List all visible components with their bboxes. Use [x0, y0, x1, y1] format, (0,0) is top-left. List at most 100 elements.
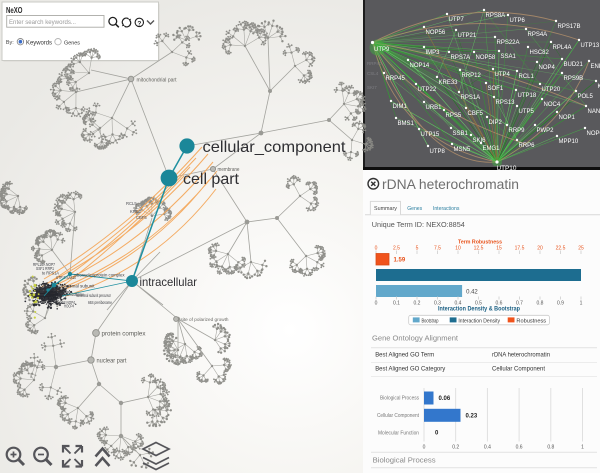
- svg-text:RPS9B: RPS9B: [564, 76, 584, 82]
- svg-text:0.8: 0.8: [537, 301, 544, 307]
- svg-text:NeXO: NeXO: [6, 5, 23, 15]
- svg-text:te RPS1A: te RPS1A: [42, 271, 59, 276]
- svg-text:12.5: 12.5: [474, 246, 484, 252]
- svg-text:0.7: 0.7: [516, 301, 523, 307]
- svg-text:Interactions: Interactions: [433, 206, 460, 212]
- svg-text:Interaction Density & Bootstra: Interaction Density & Bootstrap: [438, 306, 520, 313]
- svg-text:17.5: 17.5: [515, 246, 525, 252]
- svg-text:RRP40: RRP40: [367, 61, 382, 66]
- svg-text:1: 1: [580, 301, 583, 307]
- svg-text:KRE2: KRE2: [130, 209, 142, 214]
- svg-text:Summary: Summary: [374, 206, 397, 212]
- svg-text:CBF5: CBF5: [136, 215, 147, 220]
- svg-text:2.5: 2.5: [393, 246, 400, 252]
- svg-text:RCL1: RCL1: [519, 74, 535, 80]
- svg-text:0.1: 0.1: [393, 301, 400, 307]
- svg-text:Unique Term ID: NEXO:8854: Unique Term ID: NEXO:8854: [372, 220, 465, 229]
- svg-text:Biological Process: Biological Process: [380, 396, 419, 402]
- svg-text:rDNA heterochromatin: rDNA heterochromatin: [492, 353, 550, 359]
- svg-text:cell part: cell part: [183, 171, 240, 188]
- svg-text:RPS4A: RPS4A: [528, 32, 548, 38]
- svg-text:URB1: URB1: [426, 105, 443, 111]
- svg-text:RRP9: RRP9: [509, 128, 526, 134]
- svg-text:EMG1: EMG1: [483, 146, 501, 152]
- svg-text:rDNA heterochromatin: rDNA heterochromatin: [382, 176, 519, 192]
- svg-text:UTP8: UTP8: [430, 149, 446, 155]
- svg-text:membrane: membrane: [218, 167, 240, 173]
- svg-text:Cellular Component: Cellular Component: [492, 367, 545, 373]
- svg-text:NOP58 RRP5 MAK21: NOP58 RRP5 MAK21: [37, 287, 67, 292]
- svg-text:UTP22: UTP22: [418, 87, 437, 93]
- svg-text:RRP6: RRP6: [519, 143, 536, 149]
- svg-text:UTP10: UTP10: [497, 165, 517, 172]
- svg-text:Molecular Function: Molecular Function: [378, 431, 419, 437]
- svg-text:CBF5: CBF5: [468, 111, 484, 117]
- svg-text:RPL4A: RPL4A: [553, 45, 572, 51]
- svg-text:20: 20: [537, 246, 543, 252]
- svg-text:RPS7A: RPS7A: [451, 55, 471, 61]
- svg-text:NOP4: NOP4: [539, 65, 556, 71]
- svg-text:0.8: 0.8: [547, 445, 554, 451]
- svg-text:CSL4: CSL4: [367, 71, 379, 76]
- svg-text:0: 0: [423, 445, 426, 451]
- svg-text:0: 0: [435, 431, 439, 437]
- svg-text:RPL16A NOP7: RPL16A NOP7: [33, 262, 56, 267]
- svg-text:7.5: 7.5: [434, 246, 441, 252]
- svg-text:RCL5: RCL5: [126, 201, 137, 206]
- svg-text:MPP10: MPP10: [559, 139, 579, 145]
- svg-text:RPC: RPC: [43, 283, 49, 288]
- svg-text:NOP1: NOP1: [559, 115, 576, 121]
- svg-text:protein complex: protein complex: [102, 331, 147, 338]
- svg-text:SOF1: SOF1: [488, 86, 504, 92]
- svg-text:Keywords: Keywords: [26, 39, 52, 46]
- svg-text:RPS22A: RPS22A: [497, 40, 520, 46]
- svg-text:POL5: POL5: [578, 94, 594, 100]
- svg-text:NOC2 NOP4: NOC2 NOP4: [57, 300, 75, 305]
- svg-text:0.6: 0.6: [516, 445, 523, 451]
- svg-text:RPS13: RPS13: [496, 100, 516, 106]
- svg-text:0.5: 0.5: [475, 301, 482, 307]
- svg-text:Best Aligned GO Term: Best Aligned GO Term: [375, 353, 434, 359]
- svg-text:cellular_component: cellular_component: [203, 139, 347, 156]
- svg-text:UTP13: UTP13: [581, 43, 600, 49]
- svg-text:Gene Ontology Alignment: Gene Ontology Alignment: [372, 334, 459, 343]
- svg-text:NOP6: NOP6: [587, 131, 600, 137]
- svg-text:RRP12: RRP12: [462, 73, 482, 79]
- svg-text:0: 0: [375, 301, 378, 307]
- svg-text:SKI7: SKI7: [367, 85, 377, 90]
- svg-text:0.23: 0.23: [466, 413, 478, 419]
- svg-text:mitochondrial part: mitochondrial part: [137, 78, 178, 84]
- svg-text:0: 0: [375, 246, 378, 252]
- svg-text:UTP15: UTP15: [421, 132, 440, 138]
- svg-text:Cellular Component: Cellular Component: [377, 413, 420, 419]
- svg-text:1.59: 1.59: [394, 258, 406, 264]
- svg-text:1: 1: [581, 445, 584, 451]
- svg-text:IMP3: IMP3: [426, 50, 441, 56]
- svg-text:0.6: 0.6: [496, 301, 503, 307]
- svg-text:UTP18: UTP18: [518, 93, 537, 99]
- svg-text:UTP5: UTP5: [519, 109, 535, 115]
- svg-text:Interaction Density: Interaction Density: [458, 318, 500, 324]
- svg-text:0.9: 0.9: [557, 301, 564, 307]
- svg-text:SSA1: SSA1: [501, 54, 517, 60]
- svg-text:DIM1: DIM1: [393, 104, 408, 110]
- svg-text:BUD21: BUD21: [564, 62, 584, 68]
- svg-text:By:: By:: [6, 40, 14, 46]
- svg-text:site of polarized growth: site of polarized growth: [181, 317, 230, 322]
- svg-text:66S preribosome: 66S preribosome: [88, 300, 113, 305]
- svg-text:UTP4: UTP4: [495, 72, 511, 78]
- svg-text:KRE33: KRE33: [439, 80, 459, 86]
- svg-text:SKI6: SKI6: [473, 138, 487, 144]
- svg-text:UTP10 SAS10: UTP10 SAS10: [56, 275, 76, 280]
- svg-text:15: 15: [496, 246, 502, 252]
- svg-text:5: 5: [416, 246, 419, 252]
- svg-text:intracellular: intracellular: [140, 275, 198, 289]
- svg-text:UTP21: UTP21: [458, 33, 477, 39]
- svg-text:0.42: 0.42: [466, 290, 478, 296]
- svg-text:ribosomal subunit precursor: ribosomal subunit precursor: [76, 293, 111, 298]
- svg-text:RLP7: RLP7: [45, 296, 54, 301]
- svg-text:NAN1: NAN1: [588, 109, 600, 115]
- svg-text:Robustness: Robustness: [516, 318, 546, 324]
- svg-text:HSC82: HSC82: [530, 50, 550, 56]
- svg-text:0.06: 0.06: [439, 396, 451, 402]
